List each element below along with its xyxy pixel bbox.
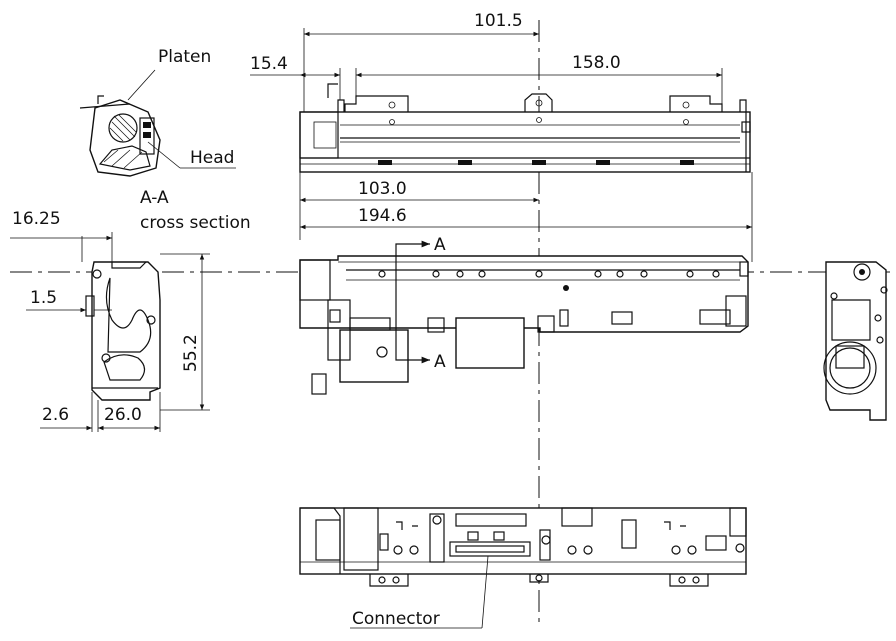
bottom-view-body bbox=[299, 507, 747, 575]
connector-leader-line bbox=[481, 555, 489, 629]
dim-16-25: 16.25 bbox=[12, 209, 61, 229]
top-view-dimensions: 101.5 15.4 158.0 103.0 194.6 bbox=[250, 11, 753, 262]
platen-roller-section bbox=[108, 113, 138, 143]
dim-194-6: 194.6 bbox=[358, 206, 407, 226]
front-connector-housing bbox=[455, 317, 525, 369]
left-side-body bbox=[91, 261, 161, 401]
top-view-bracket-center bbox=[524, 93, 553, 112]
platen-label: Platen bbox=[158, 47, 211, 67]
section-label-aa: A-A bbox=[140, 188, 169, 208]
print-head-section bbox=[139, 117, 155, 155]
bottom-connector-socket bbox=[449, 541, 531, 557]
dim-26-0: 26.0 bbox=[104, 405, 142, 425]
dim-101-5: 101.5 bbox=[474, 11, 523, 31]
platen-leader-line bbox=[127, 69, 156, 101]
section-arrow-bottom bbox=[395, 275, 430, 364]
left-side-screw-right bbox=[146, 315, 156, 325]
section-arrows: A A bbox=[395, 235, 446, 372]
bottom-connector-top bbox=[455, 513, 527, 527]
right-side-body bbox=[825, 261, 887, 421]
section-arrow-top-label: A bbox=[434, 235, 446, 255]
cross-section-view: Platen Head A-A cross section bbox=[79, 47, 251, 233]
left-side-view bbox=[85, 261, 161, 401]
right-side-view bbox=[823, 261, 888, 421]
dim-15-4: 15.4 bbox=[250, 54, 288, 74]
motor-block bbox=[339, 329, 409, 383]
dim-103-0: 103.0 bbox=[358, 179, 407, 199]
right-side-gear bbox=[853, 263, 871, 281]
top-view-bracket-right bbox=[669, 95, 723, 112]
section-arrow-top bbox=[395, 240, 430, 275]
left-side-screw-top bbox=[92, 269, 102, 279]
dim-55-2: 55.2 bbox=[181, 334, 201, 372]
front-view bbox=[299, 255, 749, 395]
dim-158-0: 158.0 bbox=[572, 53, 621, 73]
left-side-dimensions: 16.25 1.5 55.2 2.6 26.0 bbox=[10, 209, 210, 432]
section-arrow-bottom-label: A bbox=[434, 352, 446, 372]
top-view-bracket-left bbox=[344, 95, 409, 112]
dim-2-6: 2.6 bbox=[42, 405, 69, 425]
head-label: Head bbox=[190, 148, 234, 168]
section-label-cross-section: cross section bbox=[140, 213, 251, 233]
head-leader-line bbox=[147, 141, 181, 169]
connector-label: Connector bbox=[352, 609, 440, 629]
top-view bbox=[299, 83, 751, 173]
dim-1-5: 1.5 bbox=[30, 288, 57, 308]
bottom-view: Connector bbox=[299, 507, 747, 629]
